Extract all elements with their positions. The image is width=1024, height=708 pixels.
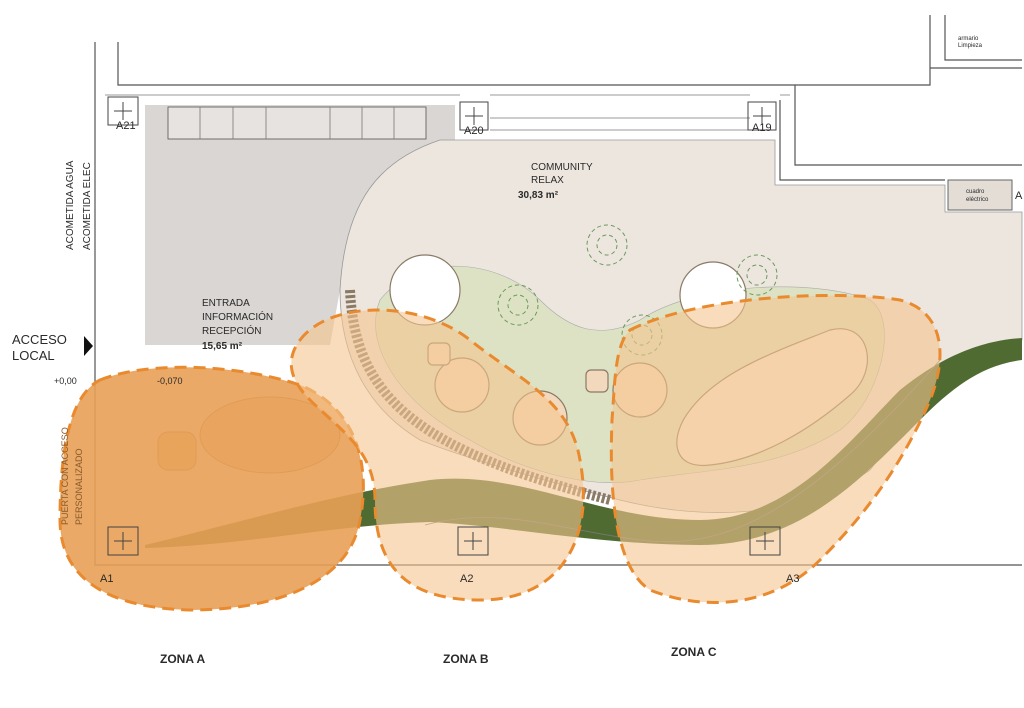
electric-connection-label: ACOMETIDA ELEC <box>82 162 93 250</box>
grid-label-a3: A3 <box>786 573 799 585</box>
water-connection-label: ACOMETIDA AGUA <box>65 160 76 250</box>
door-label-2: PERSONALIZADO <box>74 448 84 525</box>
zone-b-label: ZONA B <box>443 652 489 666</box>
level-label-0: +0,00 <box>54 376 77 386</box>
grid-label-a1: A1 <box>100 573 113 585</box>
community-name-2: RELAX <box>531 175 564 186</box>
access-label-1: ACCESO <box>12 332 67 347</box>
community-area: 30,83 m² <box>518 190 559 201</box>
zone-c-label: ZONA C <box>671 645 717 659</box>
zone-b-area <box>289 308 585 602</box>
shelving <box>167 106 427 140</box>
electric-cabinet <box>947 179 1013 211</box>
zone-a-area <box>58 365 365 612</box>
community-name-1: COMMUNITY <box>531 162 593 173</box>
entrance-area <box>145 105 455 345</box>
access-label-2: LOCAL <box>12 348 55 363</box>
zone-c-area <box>609 293 942 604</box>
zone-a-label: ZONA A <box>160 652 205 666</box>
entrance-name-1: ENTRADA <box>202 298 250 309</box>
cleaning-name-1: armario <box>958 36 979 42</box>
cleaning-name-2: Limpieza <box>958 43 983 49</box>
electric-name-2: eléctrico <box>966 197 989 203</box>
electric-name-1: cuadro <box>966 189 985 195</box>
edge-mark: A <box>1015 190 1023 202</box>
entrance-name-2: INFORMACIÓN <box>202 310 273 323</box>
grid-label-a20: A20 <box>464 125 484 137</box>
entrance-name-3: RECEPCIÓN <box>202 324 261 337</box>
access-arrow-icon <box>84 336 93 356</box>
level-label-070: -0,070 <box>157 376 183 386</box>
column-markers <box>107 96 781 556</box>
grid-label-a2: A2 <box>460 573 473 585</box>
grid-label-a19: A19 <box>752 122 772 134</box>
grid-label-a21: A21 <box>116 120 136 132</box>
entrance-area-label: 15,65 m² <box>202 341 243 352</box>
door-label-1: PUERTA CON ACCESO <box>60 427 70 525</box>
